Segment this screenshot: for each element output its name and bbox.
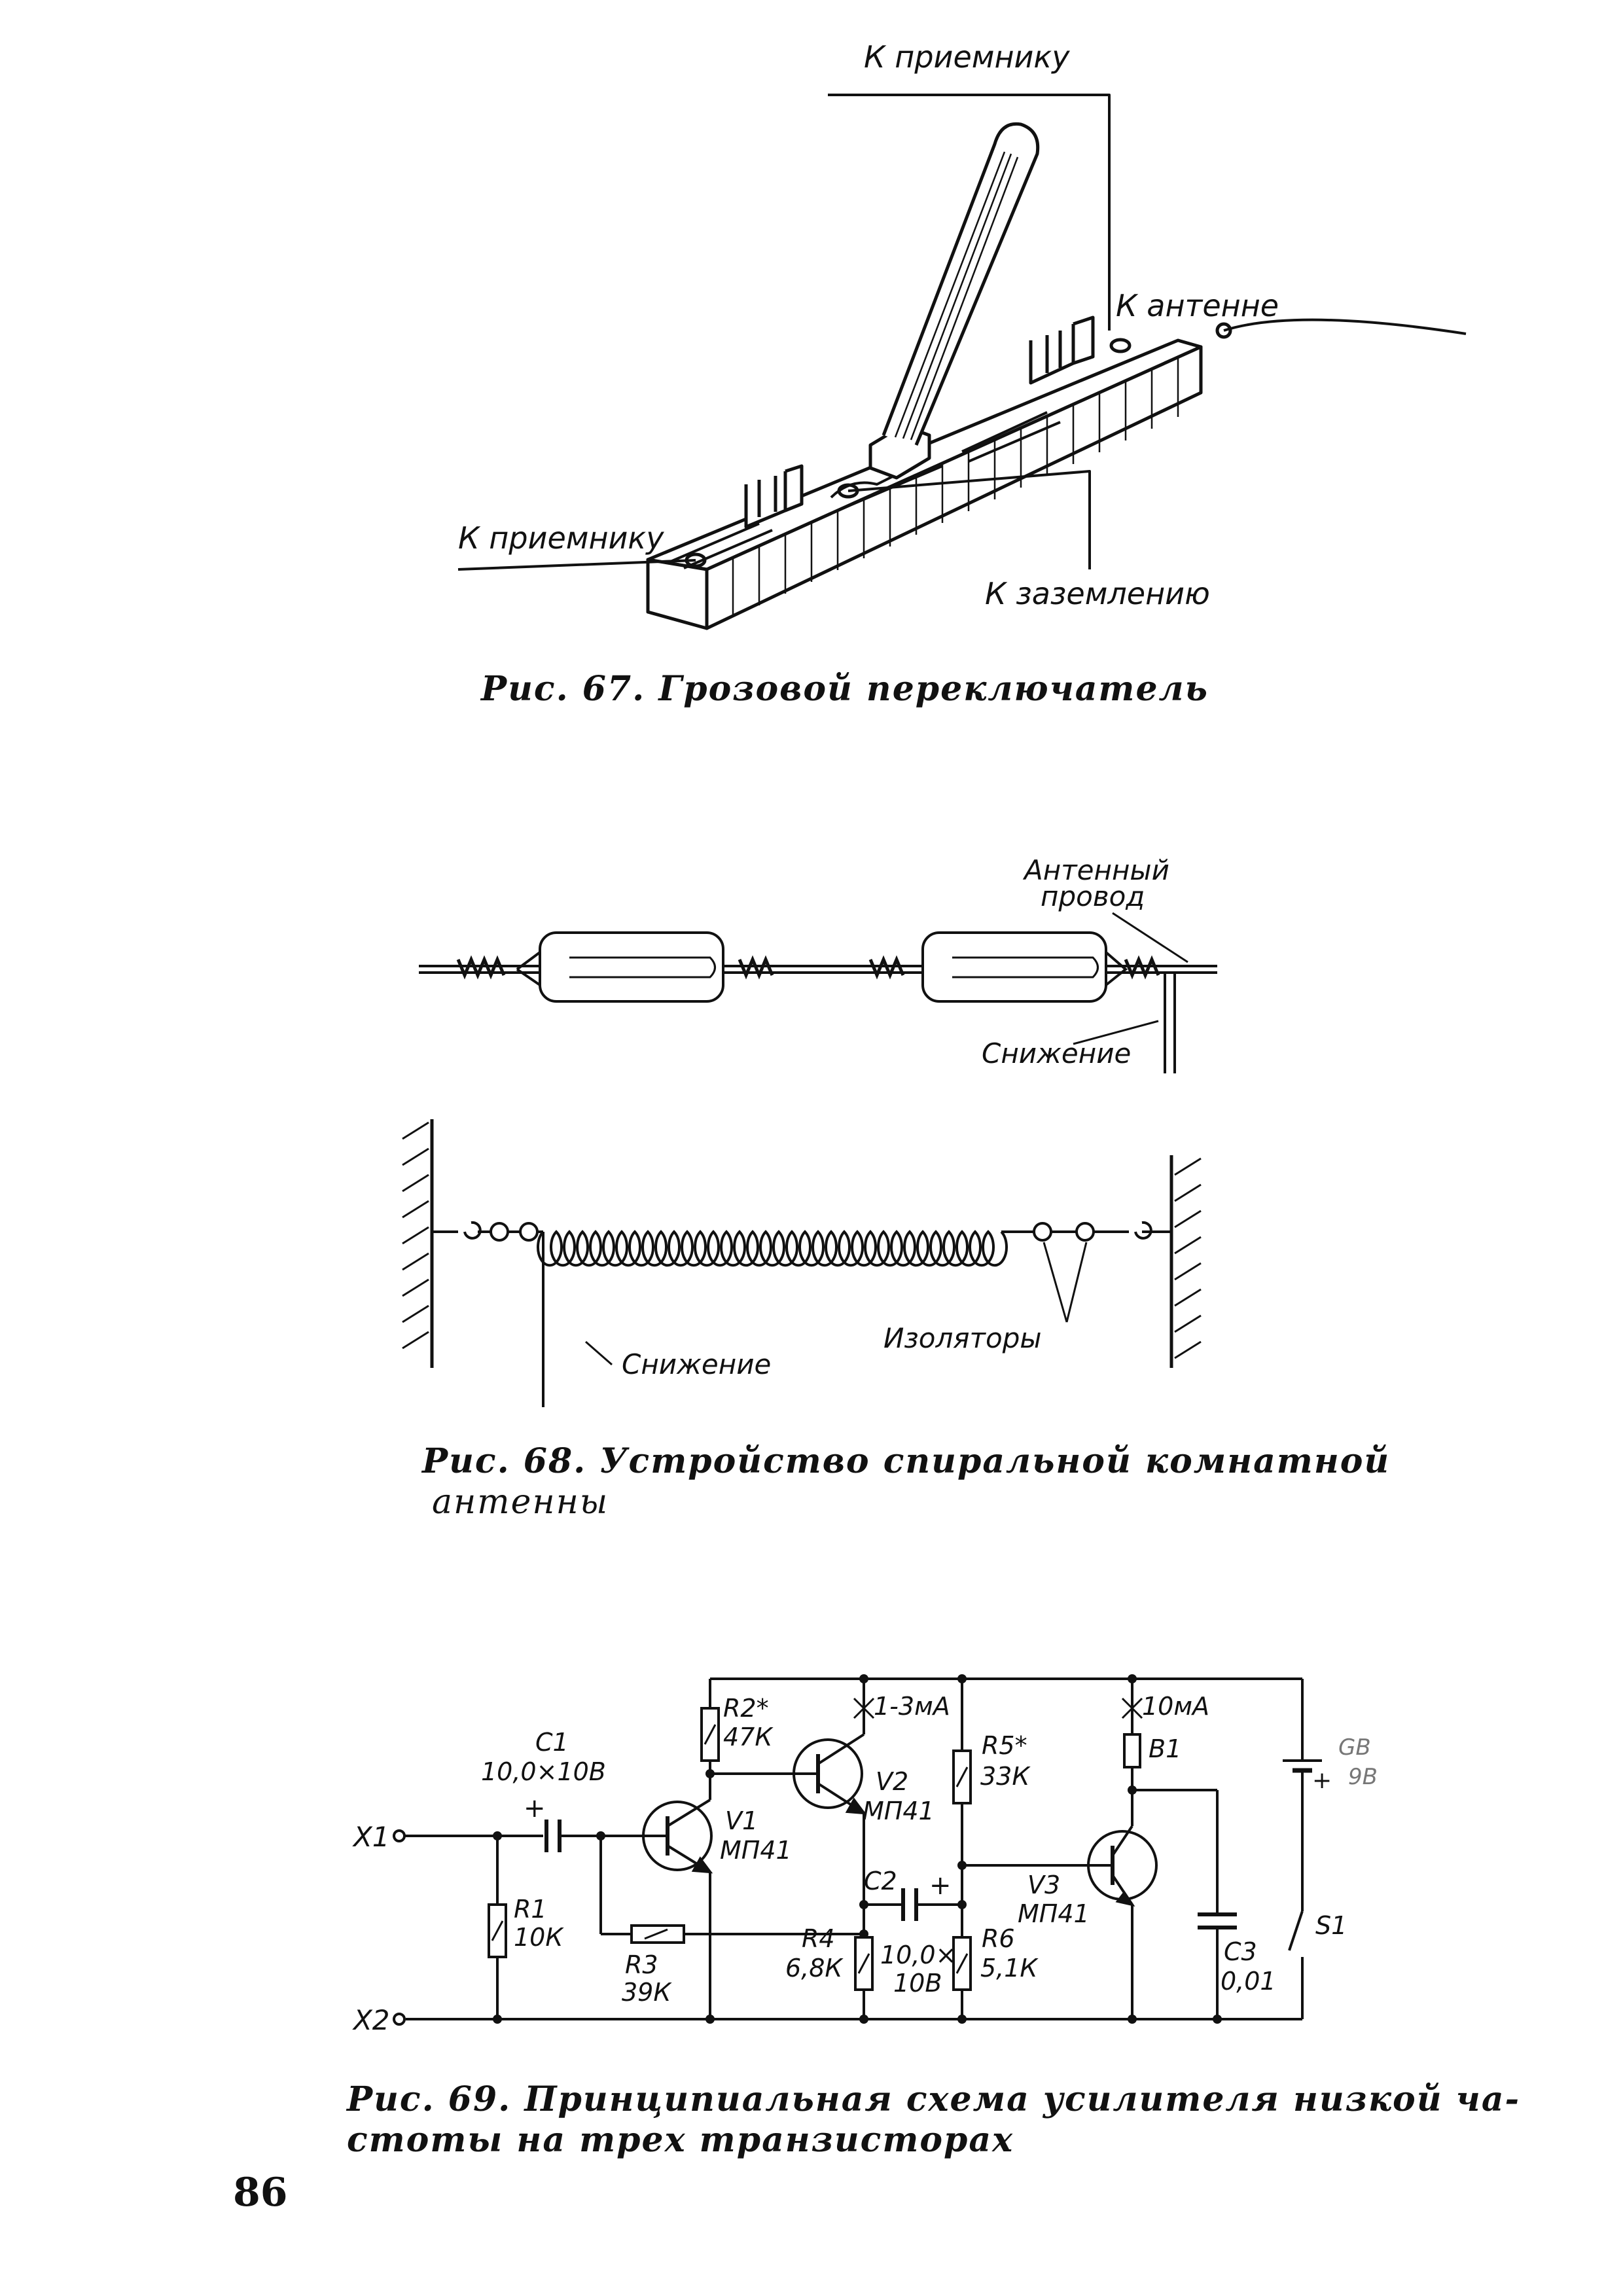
wire-receiver-left [457, 559, 696, 571]
fig69-current-V3: 10мА [1142, 1692, 1210, 1721]
fig69-C3-value: 0,01 [1221, 1967, 1276, 1996]
switch-S1 [1288, 1910, 1304, 1951]
fig69-R6-name: R6 [982, 1924, 1015, 1953]
fig69-V1-type: МП41 [720, 1836, 792, 1865]
fig69-C1-value: 10,0×10В [481, 1757, 606, 1786]
fig69-R1-value: 10К [514, 1923, 563, 1952]
fig68-label-downlead-top: Снижение [982, 1037, 1132, 1069]
left-clip [744, 464, 804, 529]
fig69-R6-value: 5,1К [980, 1954, 1038, 1982]
right-clip [1029, 315, 1095, 385]
fig69-C1-name: C1 [535, 1728, 569, 1757]
wire-ground [847, 470, 1091, 569]
fig68-label-antenna-wire-1: Антенный [1024, 854, 1169, 886]
fig69-R3-name: R3 [625, 1950, 658, 1979]
fig68-label-downlead-bottom: Снижение [622, 1348, 772, 1380]
fig69-V1-name: V1 [725, 1806, 758, 1835]
fig69-battery-plus: + [1312, 1767, 1332, 1794]
fig67-drawing [457, 94, 1467, 630]
fig69-battery-1: GB [1338, 1734, 1371, 1761]
page-number: 86 [233, 2170, 288, 2215]
fig69-X1: X1 [353, 1821, 390, 1853]
fig68-drawing [402, 912, 1217, 1407]
fig69-S1: S1 [1315, 1911, 1347, 1940]
switch-base-side [705, 345, 1203, 630]
fig69-V3-name: V3 [1027, 1871, 1061, 1899]
fig68-label-antenna-wire-2: провод [1041, 880, 1145, 912]
fig69-R2-value: 47К [723, 1723, 773, 1751]
fig69-R5-value: 33К [980, 1762, 1030, 1791]
fig68-label-insulators: Изоляторы [883, 1322, 1042, 1354]
fig69-C2-name: C2 [864, 1867, 897, 1895]
fig69-R4-value: 6,8К [785, 1954, 843, 1982]
fig68-caption-line2: антенны [432, 1482, 609, 1522]
fig69-caption-line1: Рис. 69. Принципиальная схема усилителя … [347, 2079, 1521, 2119]
fig69-schematic [393, 1674, 1322, 2026]
fig69-R4-name: R4 [802, 1924, 835, 1953]
earphone-B1 [1123, 1733, 1141, 1768]
fig69-R3-value: 39К [622, 1978, 671, 2007]
fig67-label-receiver-top: К приемнику [864, 39, 1070, 75]
fig69-C2-value-2: 10В [893, 1969, 942, 1998]
fig69-V3-type: МП41 [1018, 1899, 1090, 1928]
fig69-caption-line2: стоты на трех транзисторах [347, 2120, 1014, 2160]
fig67-caption: Рис. 67. Грозовой переключатель [481, 669, 1209, 709]
fig69-C1-plus: + [524, 1793, 546, 1823]
fig69-R5-name: R5* [982, 1731, 1027, 1760]
fig67-label-ground: К заземлению [985, 576, 1210, 611]
fig69-V2-type: МП41 [863, 1797, 935, 1825]
wire-receiver-top [828, 94, 1111, 331]
spiral-coil [537, 1230, 1008, 1267]
fig69-R2-name: R2* [723, 1694, 769, 1723]
fig69-battery-2: 9В [1348, 1764, 1378, 1790]
fig69-R1-name: R1 [514, 1895, 547, 1924]
wire-antenna [1223, 318, 1467, 335]
insulator-2 [921, 931, 1107, 1003]
fig69-X2: X2 [353, 2004, 390, 2036]
fig69-current-V2: 1-3мА [874, 1692, 950, 1721]
fig68-caption-line1: Рис. 68. Устройство спиральной комнатной [422, 1441, 1391, 1481]
fig67-label-receiver-left: К приемнику [458, 520, 664, 556]
fig67-label-antenna: К антенне [1116, 288, 1279, 323]
insulator-1 [539, 931, 724, 1003]
fig69-B1: B1 [1149, 1734, 1182, 1763]
transistor-V1 [642, 1801, 713, 1871]
fig69-V2-name: V2 [876, 1767, 909, 1796]
fig69-C2-value-1: 10,0× [880, 1941, 957, 1969]
fig69-C2-plus: + [929, 1871, 952, 1901]
fig69-C3-name: C3 [1224, 1937, 1257, 1966]
